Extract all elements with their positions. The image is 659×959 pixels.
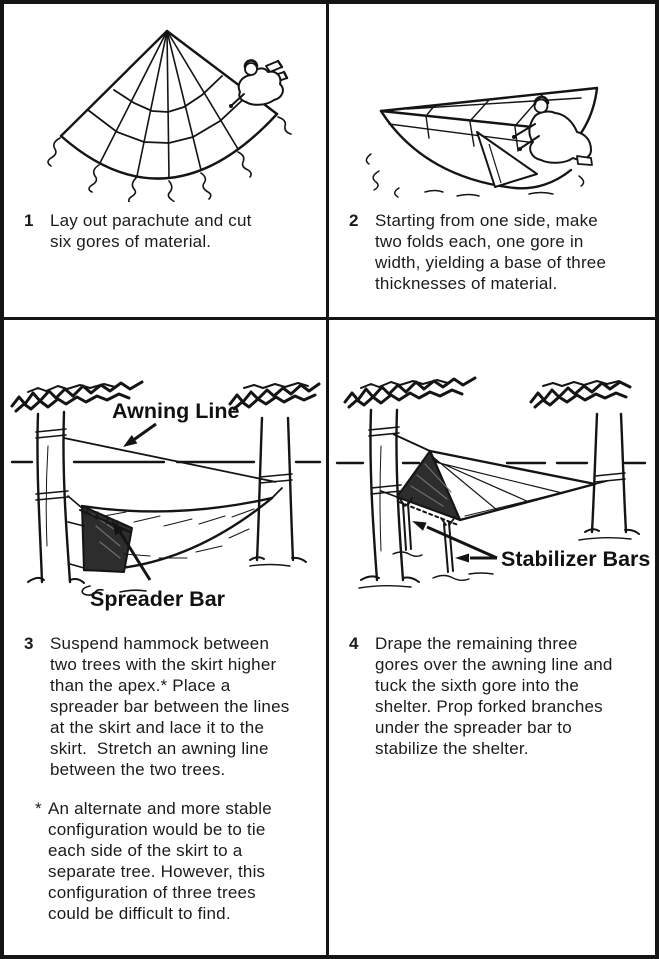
stabilizer-bars: [392, 497, 494, 581]
step-line: two folds each, one gore in: [375, 232, 584, 251]
step-line: skirt. Stretch an awning line: [50, 739, 269, 758]
footnote-line: could be difficult to find.: [48, 904, 231, 923]
spreader-bar-label: Spreader Bar: [90, 587, 226, 611]
footnote-line: each side of the skirt to a: [48, 841, 243, 860]
finished-shelter-illustration: Stabilizer Bars: [335, 376, 650, 589]
step-line: gores over the awning line and: [375, 655, 613, 674]
step-line: Starting from one side, make: [375, 211, 598, 230]
step-number: 1: [24, 211, 34, 230]
step-line: two trees with the skirt higher: [50, 655, 277, 674]
footnote-line: configuration would be to tie: [48, 820, 266, 839]
step-line: under the spreader bar to: [375, 718, 572, 737]
stabilizer-bars-label: Stabilizer Bars: [501, 547, 650, 571]
stabilizer-bars-arrows: [412, 521, 498, 563]
left-tree: [10, 380, 144, 584]
spreader-bar-arrow: [112, 521, 152, 581]
hanging-gore-fold: [476, 131, 538, 188]
folding-person-figure: [512, 95, 593, 166]
step-line: six gores of material.: [50, 232, 212, 251]
step-line: spreader bar between the lines: [50, 697, 290, 716]
shelter-tent: [380, 449, 608, 526]
hammock-dark-face: [81, 505, 133, 573]
step-line: width, yielding a base of three: [375, 253, 607, 272]
awning-line: [63, 437, 277, 483]
step-1-text: 1 Lay out parachute and cut six gores of…: [24, 210, 252, 252]
step-number: 2: [349, 211, 359, 230]
step-number: 4: [349, 634, 359, 653]
step-line: stabilize the shelter.: [375, 739, 529, 758]
parachute-folding-illustration: [365, 86, 599, 198]
hammock: [67, 487, 283, 573]
step-line: between the two trees.: [50, 760, 226, 779]
suspension-line-squiggles: [47, 116, 292, 202]
awning-line-arrow: [123, 422, 157, 447]
right-tree: [529, 380, 640, 541]
kneeling-person-figure: [229, 59, 289, 108]
step-2-text: 2 Starting from one side, make two folds…: [349, 210, 606, 294]
step-line: tuck the sixth gore into the: [375, 676, 580, 695]
step-line: Lay out parachute and cut: [50, 211, 252, 230]
awning-line: [392, 433, 431, 452]
step-line: shelter. Prop forked branches: [375, 697, 603, 716]
spreader-bar: [79, 509, 131, 533]
step-line: thicknesses of material.: [375, 274, 558, 293]
panel-step-2: 2 Starting from one side, make two folds…: [329, 4, 655, 317]
awning-line-label: Awning Line: [112, 399, 239, 423]
parachute-layout-illustration: [47, 29, 292, 202]
step-line: than the apex.* Place a: [50, 676, 231, 695]
panel-step-3: Awning Line Spreader Bar 3 Suspend hammo…: [4, 320, 326, 955]
right-tree: [228, 382, 321, 567]
ground-squiggles: [81, 585, 147, 596]
panel-step-1: 1 Lay out parachute and cut six gores of…: [4, 4, 326, 317]
step-number: 3: [24, 634, 34, 653]
step-line: Drape the remaining three: [375, 634, 578, 653]
footnote-line: configuration of three trees: [48, 883, 256, 902]
panel-step-4: Stabilizer Bars 4 Drape the remaining th…: [329, 320, 655, 955]
step-line: Suspend hammock between: [50, 634, 270, 653]
left-tree: [343, 376, 477, 589]
step-3-text: 3 Suspend hammock between two trees with…: [24, 633, 289, 780]
step-4-text: 4 Drape the remaining three gores over t…: [349, 633, 613, 759]
footnote-marker: *: [35, 799, 42, 818]
footnote-line: separate tree. However, this: [48, 862, 266, 881]
step-line: at the skirt and lace it to the: [50, 718, 265, 737]
hammock-between-trees-illustration: Awning Line Spreader Bar: [10, 380, 322, 611]
ground-squiggles: [365, 153, 585, 198]
footnote-line: An alternate and more stable: [48, 799, 272, 818]
footnote: * An alternate and more stable configura…: [35, 798, 272, 924]
